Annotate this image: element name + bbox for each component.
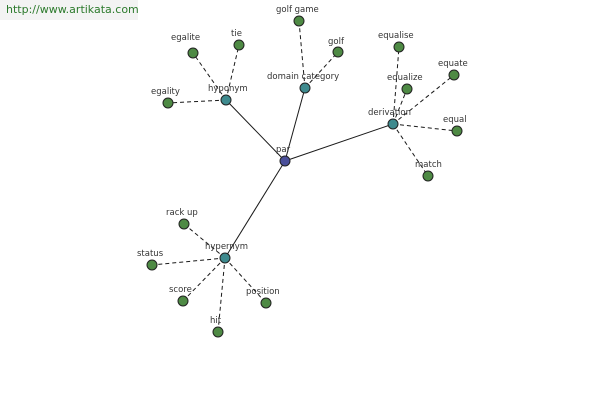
term-node[interactable] xyxy=(212,326,224,338)
term-label[interactable]: golf game xyxy=(276,5,319,15)
term-label[interactable]: tie xyxy=(231,29,242,39)
edge-hypernym-term xyxy=(151,257,226,266)
relation-label-hypernym[interactable]: hypernym xyxy=(205,242,248,252)
edge-hypernym-term xyxy=(224,257,267,304)
term-label[interactable]: equal xyxy=(443,115,467,125)
edge-root-derivation xyxy=(284,123,394,162)
term-node[interactable] xyxy=(162,97,174,109)
term-node[interactable] xyxy=(260,297,272,309)
edge-hypernym-term xyxy=(217,257,226,333)
term-label[interactable]: score xyxy=(169,285,192,295)
watermark-link[interactable]: http://www.artikata.com xyxy=(0,0,139,20)
term-label[interactable]: position xyxy=(246,287,280,297)
term-node[interactable] xyxy=(448,69,460,81)
edge-hypernym-term xyxy=(182,257,226,302)
term-node[interactable] xyxy=(233,39,245,51)
term-label[interactable]: egality xyxy=(151,87,180,97)
term-node[interactable] xyxy=(293,15,305,27)
term-node[interactable] xyxy=(177,295,189,307)
term-node[interactable] xyxy=(146,259,158,271)
term-label[interactable]: equalise xyxy=(378,31,414,41)
term-node[interactable] xyxy=(401,83,413,95)
root-node[interactable] xyxy=(279,155,291,167)
edge-hyponym-term xyxy=(167,99,227,104)
edge-derivation-term xyxy=(392,88,408,125)
edge-domain-term xyxy=(304,51,339,89)
edge-root-domain xyxy=(284,87,306,162)
edge-hyponym-term xyxy=(192,52,227,101)
edge-hyponym-term xyxy=(225,44,240,101)
term-node[interactable] xyxy=(451,125,463,137)
term-node[interactable] xyxy=(187,47,199,59)
term-label[interactable]: equate xyxy=(438,59,468,69)
edge-derivation-term xyxy=(392,46,400,125)
term-label[interactable]: status xyxy=(137,249,164,259)
edge-derivation-term xyxy=(392,74,455,125)
edge-domain-term xyxy=(298,20,306,89)
term-node[interactable] xyxy=(422,170,434,182)
relation-node-hypernym[interactable] xyxy=(219,252,231,264)
term-label[interactable]: hit xyxy=(210,316,222,326)
edge-derivation-term xyxy=(392,123,458,132)
relation-label-derivation[interactable]: derivation xyxy=(368,108,411,118)
edge-derivation-term xyxy=(392,123,429,177)
edge-root-hypernym xyxy=(224,160,286,259)
term-node[interactable] xyxy=(178,218,190,230)
relation-node-hyponym[interactable] xyxy=(220,94,232,106)
term-label[interactable]: equalize xyxy=(387,73,423,83)
term-label[interactable]: golf xyxy=(328,37,345,47)
edge-hypernym-term xyxy=(183,223,226,259)
root-label[interactable]: par xyxy=(276,145,291,155)
term-node[interactable] xyxy=(332,46,344,58)
relation-label-hyponym[interactable]: hyponym xyxy=(208,84,248,94)
relation-node-domain[interactable] xyxy=(299,82,311,94)
term-node[interactable] xyxy=(393,41,405,53)
term-label[interactable]: match xyxy=(415,160,442,170)
relation-node-derivation[interactable] xyxy=(387,118,399,130)
relation-label-domain[interactable]: domain category xyxy=(267,72,339,82)
term-label[interactable]: rack up xyxy=(166,208,198,218)
edge-root-hyponym xyxy=(225,99,286,162)
term-label[interactable]: egalite xyxy=(171,33,200,43)
